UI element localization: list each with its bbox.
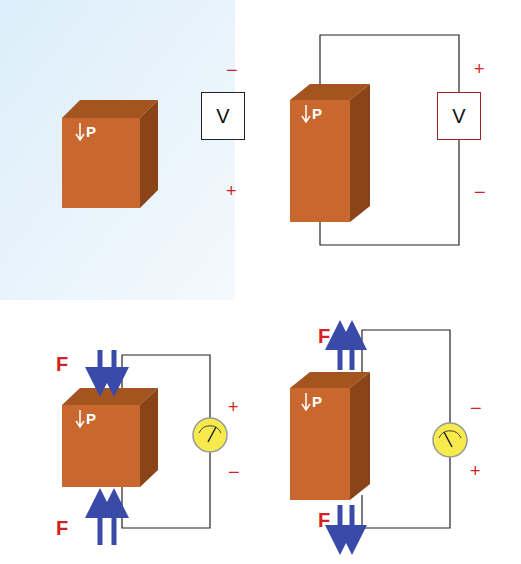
polarity-sign: + — [228, 398, 239, 416]
galvanometer — [433, 423, 467, 457]
meter-symbol: V — [452, 105, 465, 128]
galvanometer — [193, 418, 227, 452]
piezo-crystal — [290, 372, 370, 500]
polarization-label: P — [312, 393, 322, 410]
polarity-sign: − — [226, 60, 238, 80]
force-label: F — [56, 518, 68, 538]
force-arrow — [100, 335, 352, 545]
polarization-label: P — [312, 105, 322, 122]
polarity-sign: + — [470, 462, 481, 480]
crystal-face: P — [290, 388, 350, 500]
polarization-label: P — [86, 410, 96, 427]
polarity-sign: + — [226, 182, 237, 200]
background-panel — [0, 0, 235, 300]
piezo-crystal — [290, 84, 370, 222]
piezo-crystal — [62, 388, 158, 487]
polarity-sign: − — [470, 398, 482, 418]
voltmeter-box: V — [201, 92, 245, 140]
polarization-arrow — [76, 105, 310, 427]
piezo-crystal — [62, 100, 158, 208]
wire — [122, 330, 450, 528]
voltmeter-box: V — [437, 92, 481, 140]
force-label: F — [318, 326, 330, 346]
force-label: F — [318, 510, 330, 530]
crystal-face: P — [290, 100, 350, 222]
force-label: F — [56, 354, 68, 374]
polarity-sign: − — [228, 462, 240, 482]
polarity-sign: − — [474, 182, 486, 202]
polarization-label: P — [86, 123, 96, 140]
meter-symbol: V — [216, 105, 229, 128]
polarity-sign: + — [474, 60, 485, 78]
crystal-face: P — [62, 118, 140, 208]
crystal-face: P — [62, 405, 140, 487]
